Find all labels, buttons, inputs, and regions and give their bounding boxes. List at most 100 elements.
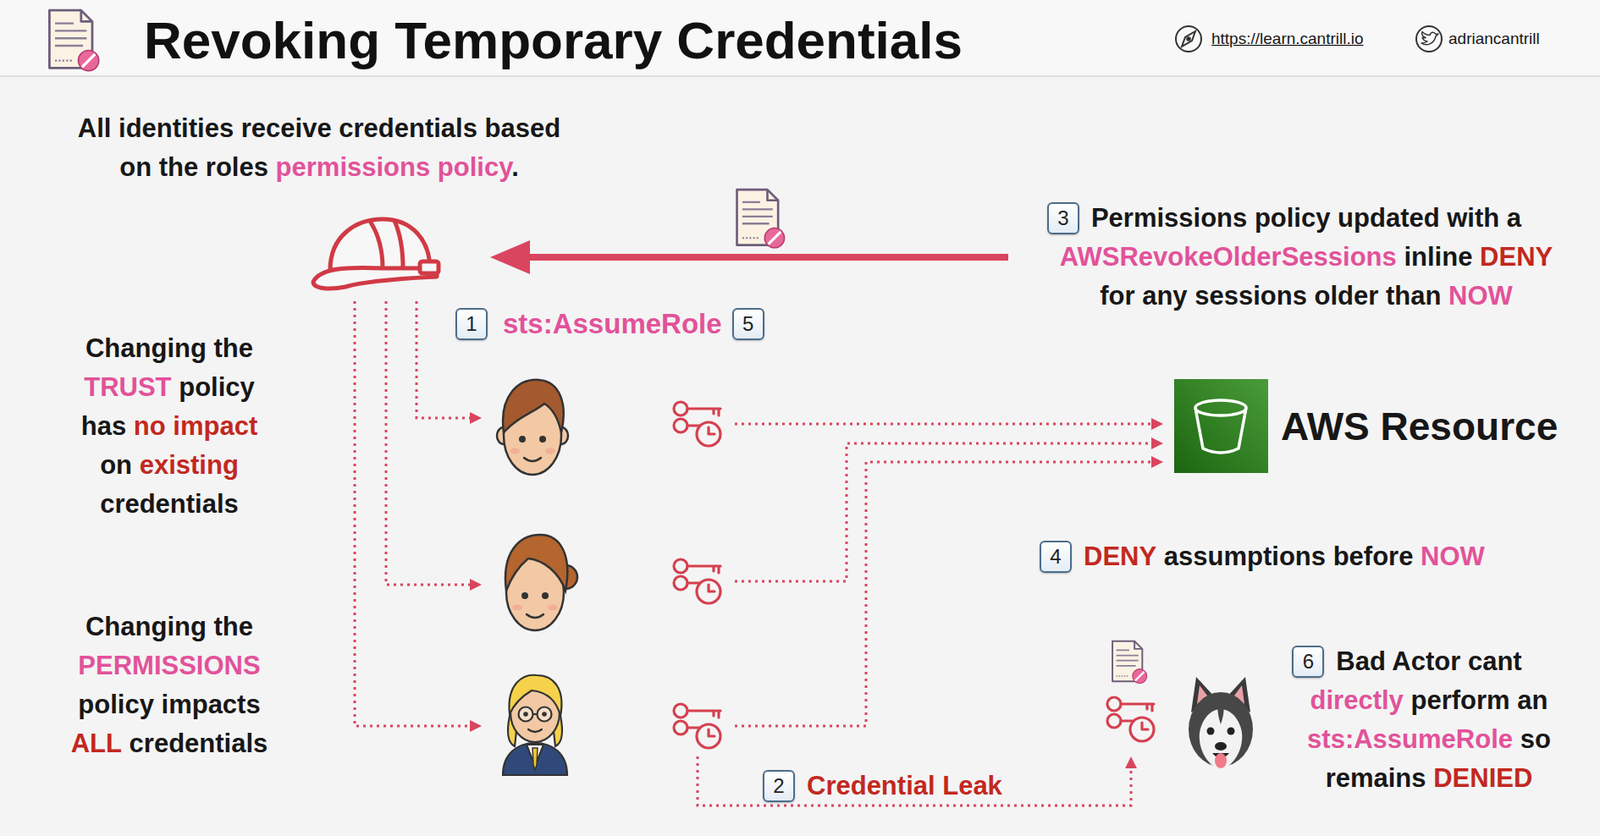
woman-avatar [512, 605, 523, 612]
arrowheads [1151, 437, 1164, 450]
arrowheads [1125, 418, 1164, 769]
label-text: on [99, 450, 133, 480]
man-avatar [502, 380, 564, 433]
label-text: DENY [1083, 541, 1157, 572]
label-text: All identities receive credentials based [77, 113, 561, 144]
callout-number-text: 4 [1049, 546, 1061, 568]
header-band [0, 75, 1600, 78]
text-line: remainsDENIED [1307, 759, 1551, 799]
twitter-handle: adriancantrill [1448, 28, 1540, 50]
arrowheads [469, 720, 482, 733]
label-text: https://learn.cantrill.io [1211, 29, 1364, 48]
role-helmet [370, 220, 403, 269]
text-line: AWS Resource [1280, 402, 1558, 451]
label-text: sts:AssumeRole [502, 308, 723, 340]
side-note: Changing thePERMISSIONS policy impactsALL… [71, 607, 269, 764]
policy-update-arrow [490, 240, 530, 275]
label-text: TRUST [83, 372, 172, 403]
label-text: PERMISSIONS [77, 651, 260, 681]
label-text: has [81, 411, 127, 442]
label-text: policy impacts [77, 689, 260, 720]
role-helmet [419, 261, 439, 274]
woman-avatar [547, 605, 558, 612]
woman-avatar [526, 614, 544, 618]
man-avatar [539, 435, 547, 443]
blonde-avatar [502, 675, 568, 776]
callout-number: 2 [762, 770, 795, 803]
assume-role-lines [354, 301, 473, 727]
callout-number: 5 [732, 308, 765, 341]
blonde-avatar [518, 707, 534, 723]
blonde-avatar [528, 729, 542, 733]
site-link: https://learn.cantrill.io [1211, 28, 1364, 50]
header-band [0, 0, 1600, 77]
callout-number-text: 1 [465, 314, 477, 335]
role-helmet [330, 219, 431, 271]
bad-actor-husky [1207, 728, 1215, 736]
resource-name: AWS Resource [1280, 402, 1558, 451]
s3-bucket-icon [1174, 379, 1269, 474]
access-lines [697, 424, 1152, 806]
intro-note: All identities receive credentials based… [77, 109, 561, 188]
compass-icon [1181, 31, 1196, 47]
label-text: DENIED [1433, 763, 1533, 794]
text-line: hasno impact [81, 407, 259, 447]
step-note: Permissions policy updated with aAWSRevo… [1059, 198, 1553, 316]
text-line: TRUSTpolicy [81, 368, 259, 408]
text-line: https://learn.cantrill.io [1211, 28, 1364, 50]
text-line: Changing the [71, 607, 269, 647]
label-text: inline [1403, 242, 1473, 272]
label-text: no impact [133, 411, 258, 442]
text-line: All identities receive credentials based [77, 109, 561, 149]
woman-avatar [505, 535, 578, 631]
label-text: AWS Resource [1280, 404, 1558, 449]
text-line: adriancantrill [1448, 28, 1540, 50]
label-text: NOW [1420, 541, 1485, 572]
label-text: permissions policy [275, 152, 513, 183]
bad-actor-husky [1227, 728, 1236, 736]
step-note: DENYassumptions beforeNOW [1083, 537, 1485, 577]
label-text: policy [178, 372, 255, 403]
callout-number: 4 [1039, 540, 1072, 574]
bad-actor-husky [1214, 753, 1227, 769]
s3-bucket-icon [1195, 400, 1247, 416]
label-text: on the roles [119, 152, 269, 183]
side-note: Changing theTRUSTpolicyhasno impactonexi… [81, 329, 259, 525]
step-note: Credential Leak [803, 769, 1006, 804]
compass-icon [1175, 26, 1202, 52]
arrowheads [1151, 456, 1164, 469]
woman-avatar [541, 592, 549, 600]
assume-role-lines [354, 301, 473, 727]
bad-actor-husky [1217, 694, 1225, 725]
man-avatar [524, 457, 541, 462]
label-text: ALL [71, 728, 122, 759]
label-text: Credential Leak [806, 771, 1003, 801]
text-line: credentials [81, 485, 259, 525]
label-text: so [1520, 724, 1551, 755]
twitter-icon [1421, 32, 1439, 45]
callout-number: 6 [1291, 645, 1325, 679]
policy-icon [1112, 641, 1148, 685]
woman-avatar [521, 592, 529, 600]
text-line: sts:AssumeRole [502, 304, 723, 344]
man-avatar [545, 448, 556, 455]
step-note: Bad Actor cantdirectlyperform ansts:Assu… [1307, 642, 1551, 799]
text-line: Changing the [81, 329, 259, 369]
s3-bucket-icon [1174, 379, 1269, 474]
access-lines [734, 462, 1152, 727]
callout-number-text: 5 [742, 314, 754, 335]
blonde-avatar [502, 743, 568, 776]
assume-role-lines [386, 301, 473, 585]
label-text: for any sessions older than [1099, 281, 1441, 311]
text-line: AWSRevokeOlderSessionsinlineDENY [1059, 237, 1553, 277]
text-line: Bad Actor cant [1307, 642, 1551, 682]
blonde-avatar [537, 707, 552, 723]
arrowheads [469, 579, 482, 591]
api-call: sts:AssumeRole [502, 304, 723, 344]
blonde-avatar [523, 711, 529, 718]
label-text: . [511, 152, 519, 183]
blonde-avatar [532, 748, 538, 771]
text-line: directlyperform an [1307, 681, 1551, 721]
label-text: credentials [129, 728, 269, 759]
